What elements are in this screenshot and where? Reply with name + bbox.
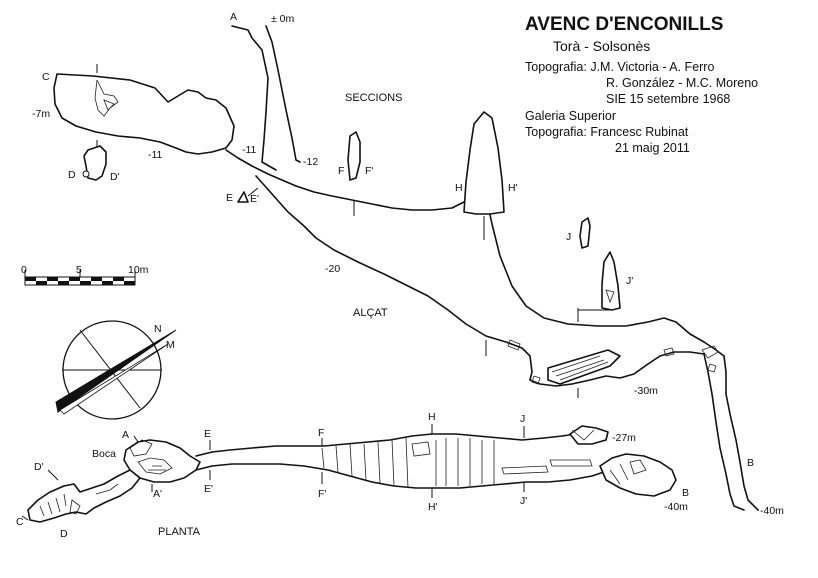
credit-line-5: Topografia: Francesc Rubinat (525, 125, 689, 139)
scale-tick-5: 5 (76, 264, 82, 276)
plan-label-f: F (318, 427, 324, 439)
label-zero-depth: ± 0m (271, 13, 295, 25)
section-d (83, 145, 107, 181)
section-j (579, 217, 591, 249)
credit-line-6: 21 maig 2011 (615, 141, 690, 155)
north-label: N (154, 323, 162, 335)
plan-label-h: H (428, 411, 436, 423)
label-e: E (226, 192, 233, 204)
plan-label-e: E (204, 428, 211, 440)
scale-tick-10m: 10m (128, 264, 149, 276)
plan-label-j-prime: J' (520, 495, 527, 507)
plan-label-a-prime: A' (153, 488, 162, 500)
label-j: J (566, 231, 571, 243)
plan-chamber-b (599, 453, 677, 497)
survey-location: Torà - Solsonès (553, 38, 650, 54)
elevation-view (53, 25, 759, 511)
plan-view (21, 424, 677, 523)
plan-label-j: J (520, 413, 525, 425)
plan-label-depth-40: -40m (664, 501, 688, 513)
section-profiles (82, 111, 621, 311)
plan-label-depth-27: -27m (612, 432, 636, 444)
sections-heading: SECCIONS (345, 92, 402, 104)
plan-heading: PLANTA (158, 526, 201, 538)
label-d-prime: D' (110, 171, 120, 183)
label-h: H (455, 182, 463, 194)
plan-label-e-prime: E' (204, 483, 213, 495)
label-h-prime: H' (508, 182, 518, 194)
elevation-labels: A ± 0m C -7m D D' -11 -11 -12 E E' F F' … (32, 11, 784, 517)
credit-line-1: Topografia: J.M. Victoria - A. Ferro (525, 60, 714, 74)
plan-label-d-prime: D' (34, 461, 44, 473)
magnetic-label: M (166, 339, 175, 351)
label-depth-30: -30m (634, 385, 658, 397)
survey-title: AVENC D'ENCONILLS (525, 14, 723, 35)
scale-tick-0: 0 (21, 264, 27, 276)
plan-label-f-prime: F' (318, 488, 326, 500)
elevation-heading: ALÇAT (353, 307, 388, 319)
section-e (237, 191, 249, 203)
section-f (347, 131, 361, 181)
label-entrance-a: A (230, 11, 237, 23)
label-f-prime: F' (365, 165, 373, 177)
label-depth-40: -40m (760, 505, 784, 517)
label-d: D (68, 169, 76, 181)
header-block: AVENC D'ENCONILLS Torà - Solsonès Topogr… (525, 14, 758, 155)
label-depth-12: -12 (303, 156, 318, 168)
section-h (463, 111, 505, 215)
plan-label-h-prime: H' (428, 501, 438, 513)
label-b: B (747, 457, 754, 469)
credit-line-4: Galeria Superior (525, 109, 616, 123)
plan-label-a: A (122, 429, 129, 441)
plan-label-d: D (60, 528, 68, 540)
label-c: C (42, 71, 50, 83)
label-depth-11-shaft: -11 (242, 144, 257, 156)
plan-label-b: B (682, 487, 689, 499)
scale-bar: 0 5 10m (21, 264, 149, 286)
north-arrow: N M (55, 320, 177, 420)
plan-label-c: C (16, 516, 24, 528)
label-c-depth: -7m (32, 108, 50, 120)
plan-labels: A Boca A' C D D' E E' F F' H H' J J' -27… (16, 411, 689, 540)
label-j-prime: J' (626, 275, 633, 287)
plan-lower-left-passage (27, 469, 141, 523)
credit-line-2: R. González - M.C. Moreno (606, 76, 758, 90)
label-depth-20: -20 (325, 263, 340, 275)
label-f: F (338, 165, 344, 177)
plan-label-boca: Boca (92, 448, 116, 460)
section-j-prime (601, 251, 621, 311)
label-depth-11-left: -11 (148, 149, 163, 161)
label-e-prime: E' (250, 193, 259, 205)
credit-line-3: SIE 15 setembre 1968 (606, 92, 730, 106)
upper-left-chamber (53, 73, 235, 155)
